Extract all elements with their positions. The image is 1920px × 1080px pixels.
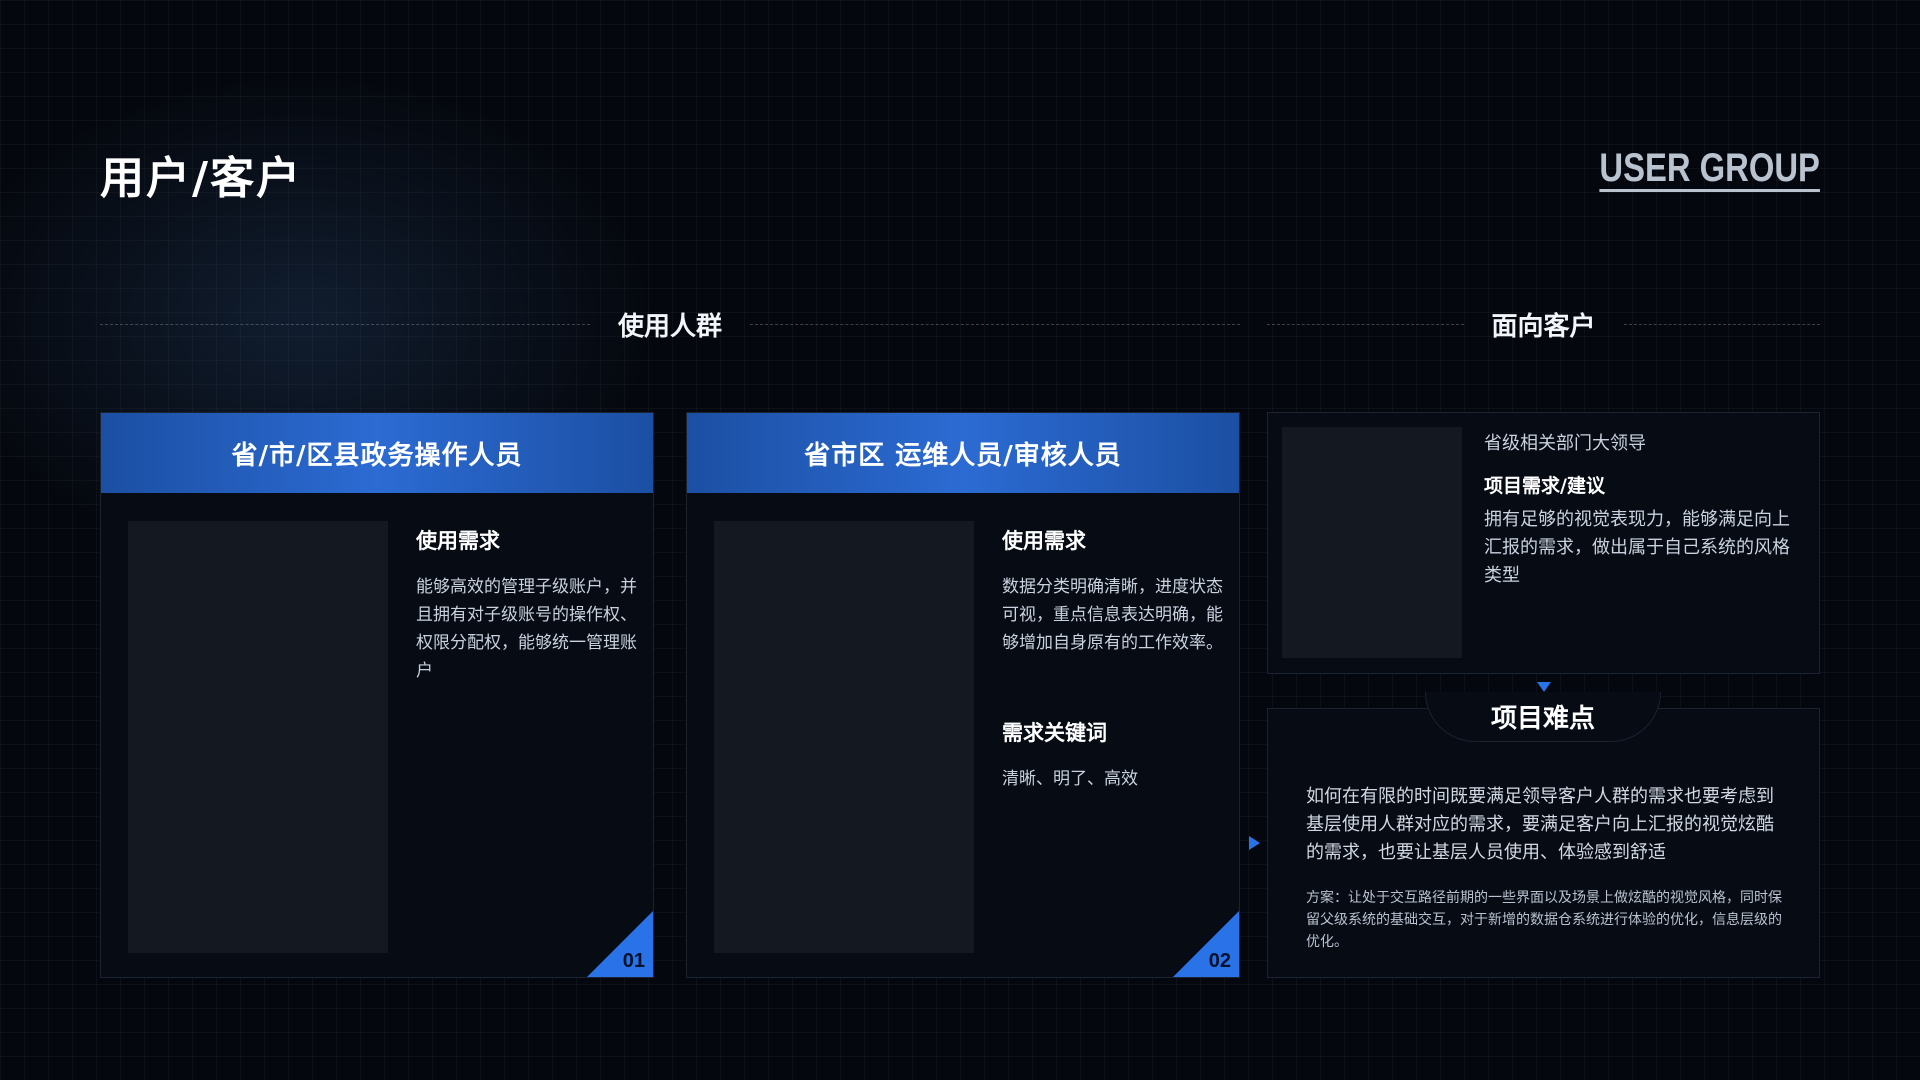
image-placeholder: [128, 521, 388, 953]
image-placeholder: [714, 521, 974, 953]
client-role: 省级相关部门大领导: [1484, 433, 1646, 454]
client-req-title: 项目需求/建议: [1484, 475, 1605, 497]
needs-title: 使用需求: [416, 529, 500, 553]
card-header: 省市区 运维人员/审核人员: [687, 413, 1239, 493]
arrow-down-icon: [1537, 682, 1551, 692]
card-number: 02: [1208, 950, 1231, 972]
arrow-right-icon: [1249, 836, 1260, 850]
difficulty-title: 项目难点: [1425, 692, 1661, 742]
divider-line: [1267, 323, 1464, 325]
page-title: 用户/客户: [100, 153, 303, 204]
image-placeholder: [1282, 427, 1462, 658]
needs-text: 数据分类明确清晰，进度状态可视，重点信息表达明确，能够增加自身原有的工作效率。: [1002, 577, 1223, 653]
section-clients-label: 面向客户: [1491, 311, 1596, 342]
section-users-label: 使用人群: [618, 311, 723, 342]
difficulty-content: 如何在有限的时间既要满足领导客户人群的需求也要考虑到基层使用人群对应的需求，要满…: [1306, 783, 1786, 953]
section-clients-header: 面向客户: [1267, 306, 1821, 342]
difficulty-card: 如何在有限的时间既要满足领导客户人群的需求也要考虑到基层使用人群对应的需求，要满…: [1267, 708, 1820, 978]
user-card-2: 省市区 运维人员/审核人员 使用需求 数据分类明确清晰，进度状态可视，重点信息表…: [686, 412, 1240, 978]
client-content: 省级相关部门大领导 项目需求/建议 拥有足够的视觉表现力，能够满足向上汇报的需求…: [1484, 429, 1804, 590]
client-req-text: 拥有足够的视觉表现力，能够满足向上汇报的需求，做出属于自己系统的风格类型: [1484, 509, 1790, 586]
card-header: 省/市/区县政务操作人员: [101, 413, 653, 493]
needs-title: 使用需求: [1002, 529, 1086, 553]
divider-line: [750, 323, 1241, 325]
divider-line: [100, 323, 590, 325]
card-content: 使用需求 数据分类明确清晰，进度状态可视，重点信息表达明确，能够增加自身原有的工…: [1002, 525, 1227, 793]
card-number: 01: [622, 950, 645, 972]
divider-line: [1623, 323, 1821, 325]
needs-text: 能够高效的管理子级账户，并且拥有对子级账号的操作权、权限分配权，能够统一管理账户: [416, 577, 637, 681]
page-title-en: USER GROUP: [1599, 146, 1820, 190]
keywords-text: 清晰、明了、高效: [1002, 769, 1138, 789]
client-card: 省级相关部门大领导 项目需求/建议 拥有足够的视觉表现力，能够满足向上汇报的需求…: [1267, 412, 1820, 674]
section-users-header: 使用人群: [100, 306, 1241, 342]
card-content: 使用需求 能够高效的管理子级账户，并且拥有对子级账号的操作权、权限分配权，能够统…: [416, 525, 641, 685]
difficulty-text: 如何在有限的时间既要满足领导客户人群的需求也要考虑到基层使用人群对应的需求，要满…: [1306, 786, 1774, 863]
difficulty-note: 方案：让处于交互路径前期的一些界面以及场景上做炫酷的视觉风格，同时保留父级系统的…: [1306, 890, 1782, 950]
user-card-1: 省/市/区县政务操作人员 使用需求 能够高效的管理子级账户，并且拥有对子级账号的…: [100, 412, 654, 978]
keywords-title: 需求关键词: [1002, 721, 1107, 745]
